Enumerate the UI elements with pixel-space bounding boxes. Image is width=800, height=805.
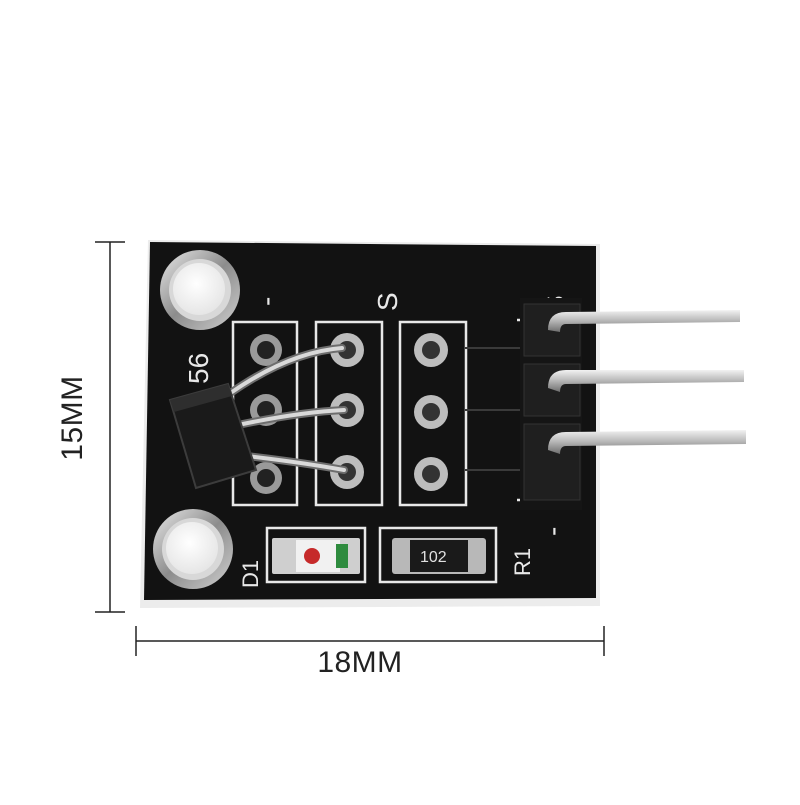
led-ref-label: D1 (238, 560, 263, 588)
pad (414, 333, 448, 367)
hall-sensor (168, 382, 258, 490)
header-pin-2 (548, 370, 744, 392)
pin-s-label: S (372, 292, 403, 311)
smd-resistor: 102 (392, 538, 486, 574)
width-dimension-line (135, 626, 605, 656)
pad (250, 462, 282, 494)
pin-minus-label: - (251, 297, 282, 306)
header-minus-label: - (537, 527, 568, 536)
pad (414, 457, 448, 491)
resistor-ref-label: R1 (510, 548, 535, 576)
height-dimension-line (95, 241, 125, 613)
pcb-board (140, 240, 600, 608)
resistor-code: 102 (420, 549, 447, 566)
header-pin-3 (548, 430, 746, 454)
pad (414, 395, 448, 429)
height-dimension-label: 15MM (56, 375, 89, 461)
pad (250, 334, 282, 366)
width-dimension-label: 18MM (317, 646, 403, 679)
trace-lines (465, 347, 520, 471)
smd-led (272, 538, 360, 574)
mounting-hole-bottom (153, 509, 233, 589)
mounting-hole-top (160, 250, 240, 330)
header-pin-1 (548, 310, 740, 332)
part-number-label: 56 (183, 353, 214, 384)
